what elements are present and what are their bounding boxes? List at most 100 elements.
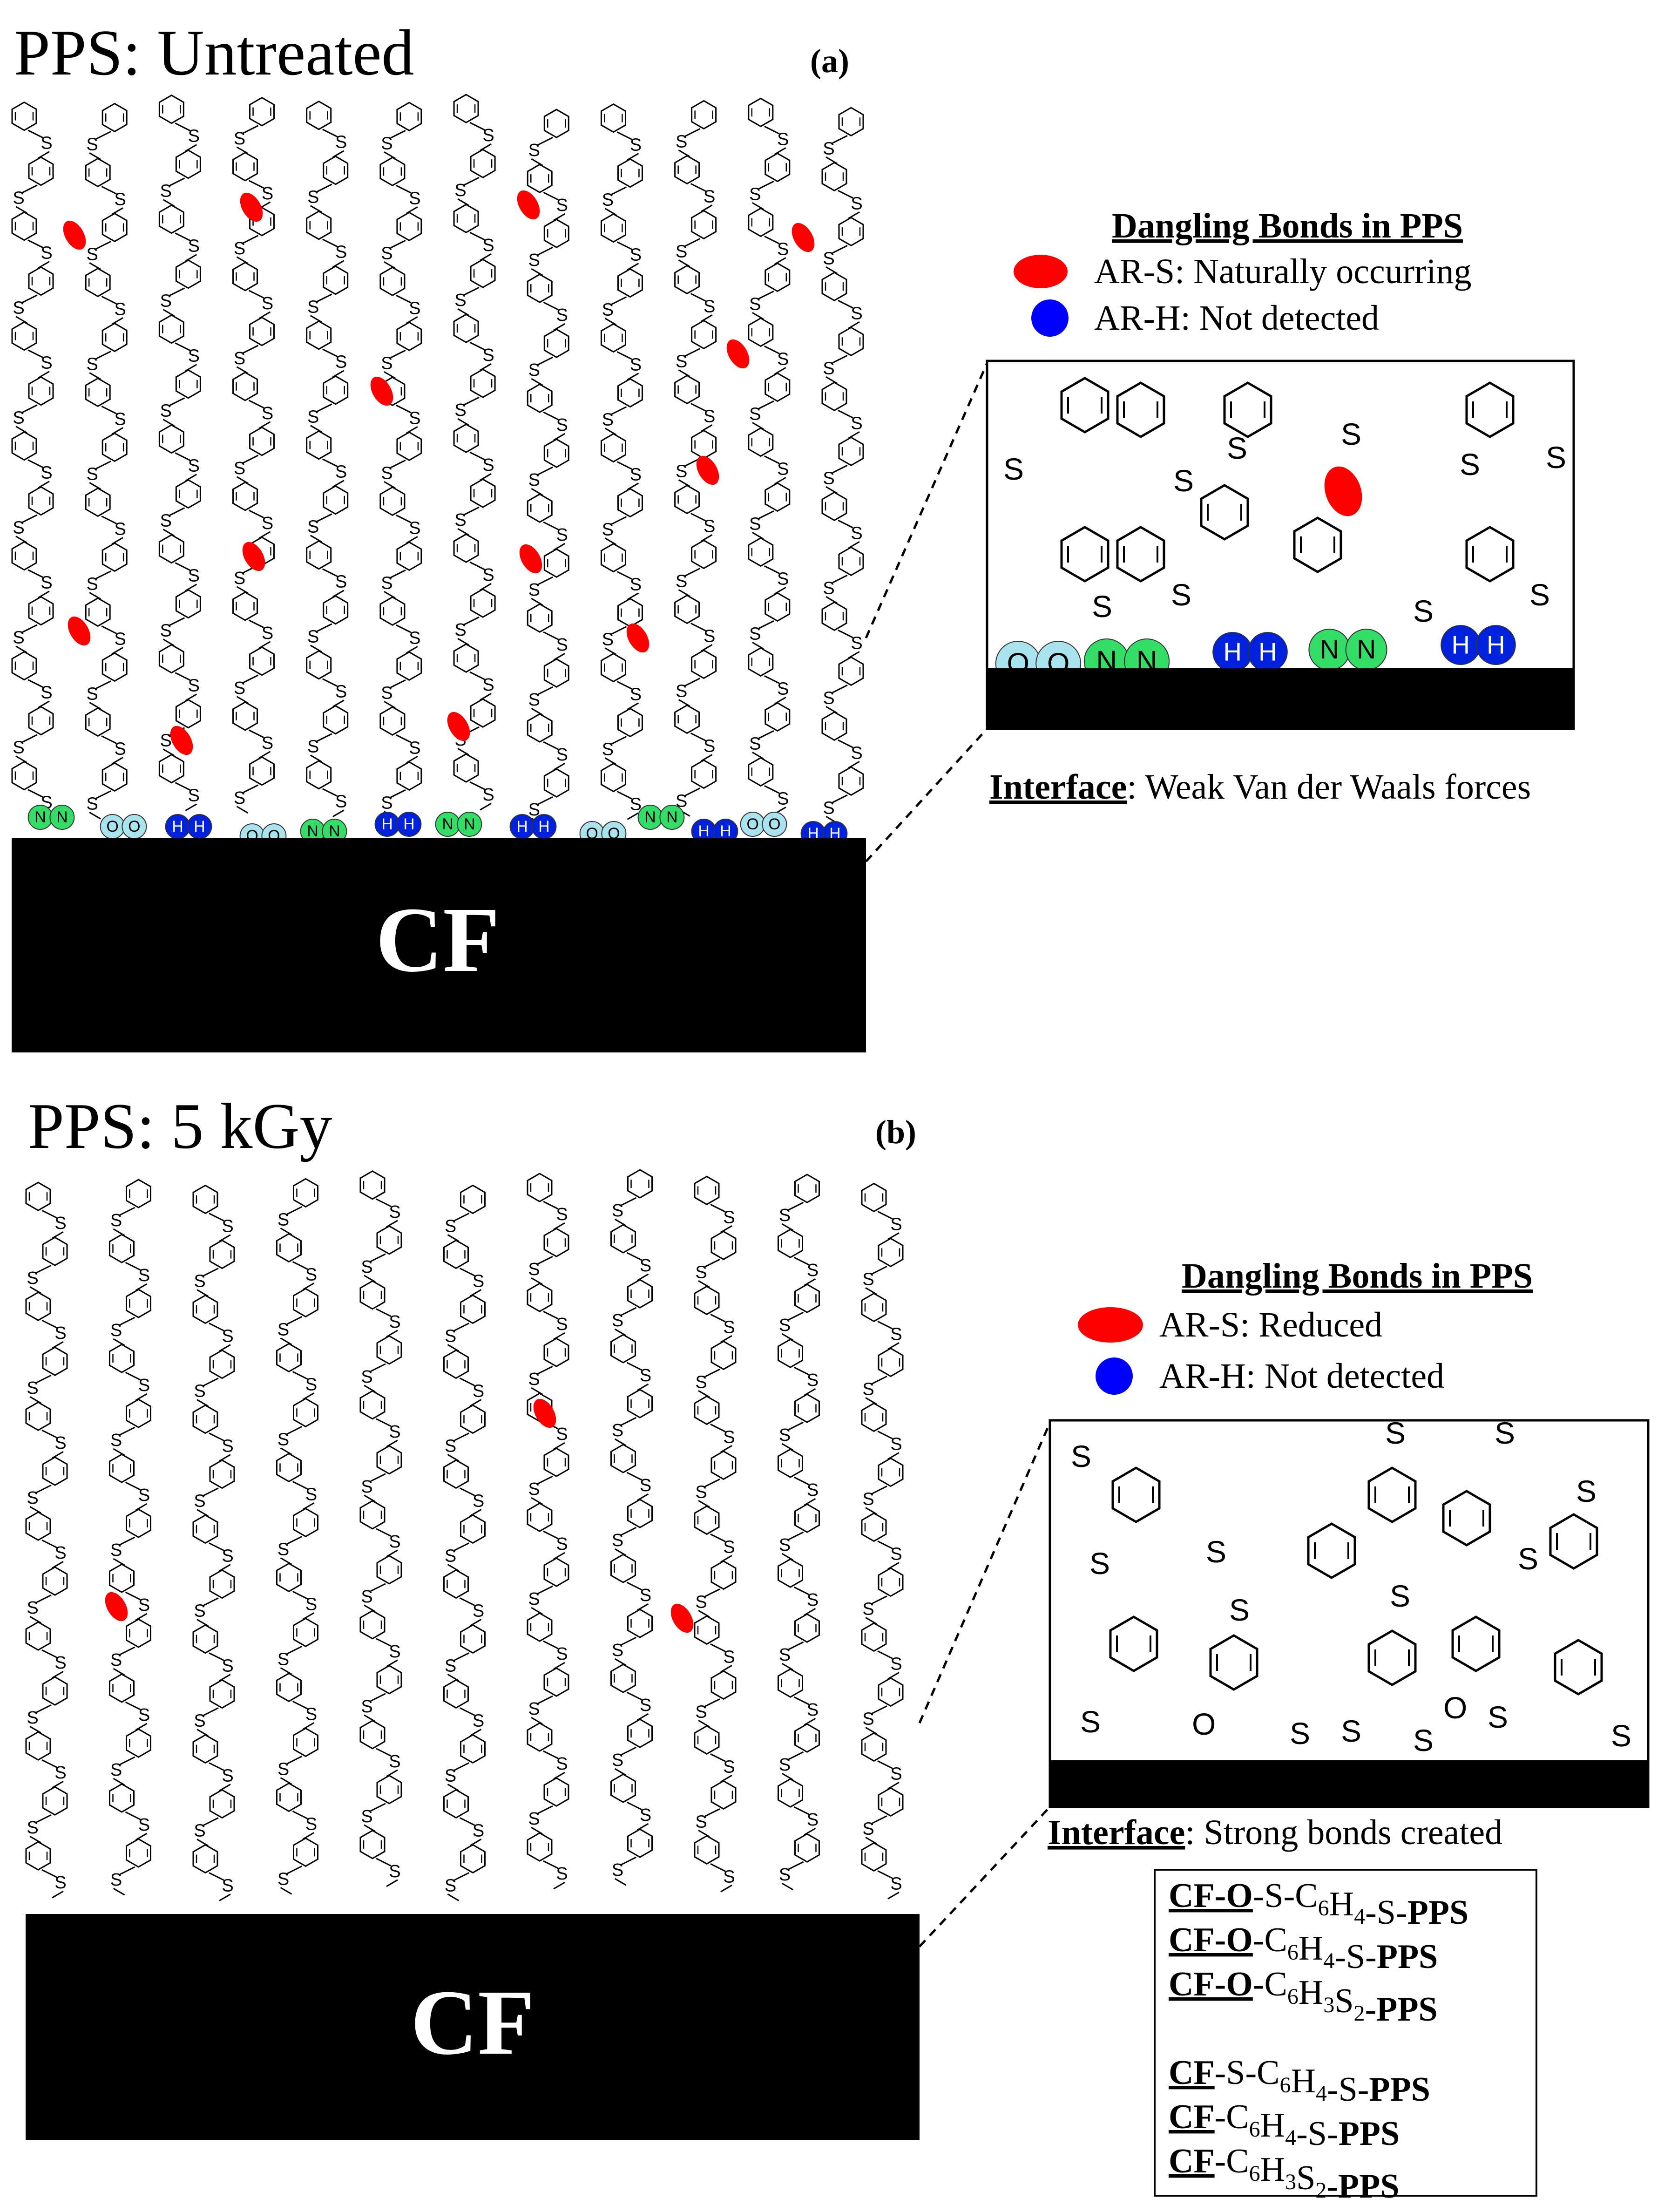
sulfur-atom: S <box>556 1425 568 1444</box>
sulfur-atom: S <box>890 1324 902 1344</box>
sulfur-atom: S <box>188 456 200 476</box>
benzene-ring <box>674 155 700 184</box>
dangling-bond-ar-s <box>626 623 649 653</box>
blue-circle-icon <box>1096 1357 1133 1395</box>
sulfur-atom: S <box>115 739 126 759</box>
sulfur-atom: S <box>222 1766 233 1786</box>
benzene-ring <box>691 429 717 459</box>
benzene-ring <box>691 210 717 239</box>
sulfur-atom: S <box>862 1269 874 1289</box>
benzene-ring <box>306 210 332 240</box>
benzene-ring <box>838 107 864 136</box>
benzene-ring <box>323 375 349 405</box>
dangling-bond-ar-s <box>242 542 265 571</box>
benzene-ring <box>101 212 128 242</box>
sulfur-atom: S <box>779 1316 791 1335</box>
sulfur-atom: S <box>890 1544 902 1564</box>
dangling-bond-ar-s <box>240 192 263 222</box>
sulfur-atom: S <box>54 1653 66 1673</box>
benzene-ring <box>861 1182 887 1212</box>
benzene-ring <box>209 1350 235 1379</box>
panel-a: PPS: Untreated (a) SSSSSSSSSSSSSSSSSSSSS… <box>11 17 1575 1052</box>
benzene-ring <box>694 1175 720 1205</box>
sulfur-atom: S <box>640 1586 651 1605</box>
benzene-ring <box>85 377 111 407</box>
carbon-fiber-substrate-b <box>26 1914 920 2140</box>
benzene-ring <box>192 1185 218 1215</box>
benzene-ring <box>748 647 774 677</box>
benzene-ring <box>396 761 422 791</box>
sulfur-atom: S <box>528 141 540 160</box>
benzene-ring <box>158 534 184 564</box>
benzene-ring <box>878 1677 904 1707</box>
sulfur-atom: S <box>381 244 392 263</box>
sulfur-atom: S <box>851 633 862 653</box>
benzene-ring <box>861 1732 887 1762</box>
benzene-ring <box>838 217 864 246</box>
benzene-ring <box>617 488 643 518</box>
benzene-ring <box>109 1783 135 1813</box>
sulfur-atom: S <box>41 353 52 373</box>
sulfur-atom: S <box>779 1755 791 1775</box>
benzene-ring <box>694 1615 720 1645</box>
interface-b: Interface: Strong bonds created <box>1048 1813 1502 1852</box>
sulfur-atom: S <box>749 624 761 644</box>
benzene-ring <box>460 1734 486 1764</box>
sulfur-atom: S <box>556 1315 568 1334</box>
sulfur-atom: S <box>528 1260 540 1279</box>
sulfur-atom: S <box>612 1201 623 1221</box>
sulfur-atom: S <box>115 190 126 209</box>
benzene-ring <box>527 383 553 413</box>
svg-text:H: H <box>1451 631 1469 659</box>
benzene-ring <box>443 1459 469 1489</box>
dangling-bond-ar-s <box>519 544 542 574</box>
sulfur-atom: S <box>188 786 200 806</box>
benzene-ring <box>543 109 569 138</box>
sulfur-atom: S <box>381 134 392 153</box>
benzene-ring <box>359 1500 386 1530</box>
interface-a-text: : Weak Van der Waals forces <box>1127 767 1531 807</box>
benzene-ring <box>617 268 643 298</box>
zoom-line-top-a <box>865 362 988 639</box>
bond-formula: CF-S-C6H4-S-PPS <box>1169 2054 1430 2109</box>
sulfur-atom: S <box>262 404 273 423</box>
sulfur-atom: S <box>602 520 614 540</box>
sulfur-atom: S <box>87 684 98 704</box>
benzene-ring <box>878 1787 904 1817</box>
sulfur-atom: S <box>160 401 172 421</box>
benzene-ring <box>85 157 111 187</box>
sulfur-atom: S <box>1089 1546 1110 1581</box>
benzene-ring <box>359 1610 386 1640</box>
benzene-ring <box>694 1395 720 1425</box>
svg-text:O: O <box>106 818 118 835</box>
benzene-ring <box>209 1459 235 1489</box>
sulfur-atom: S <box>482 675 494 695</box>
benzene-ring <box>527 713 553 743</box>
benzene-ring <box>748 757 774 787</box>
sulfur-atom: S <box>612 1421 623 1440</box>
benzene-ring <box>192 1734 218 1764</box>
benzene-ring <box>396 651 422 681</box>
sulfur-atom: S <box>1341 417 1361 451</box>
sulfur-atom: S <box>704 187 715 206</box>
benzene-ring <box>600 103 626 133</box>
zoom-line-bottom-b <box>919 1806 1051 1947</box>
benzene-ring <box>543 1667 569 1697</box>
sulfur-atom: S <box>305 1485 317 1504</box>
benzene-ring <box>691 649 717 679</box>
sulfur-atom: S <box>110 1321 122 1340</box>
benzene-ring <box>376 1225 402 1255</box>
benzene-ring <box>453 204 479 233</box>
benzene-ring <box>460 1404 486 1434</box>
sulfur-atom: S <box>389 1532 400 1552</box>
sulfur-atom: S <box>305 1814 317 1834</box>
sulfur-atom: S <box>41 244 52 263</box>
benzene-ring <box>600 543 626 573</box>
benzene-ring <box>764 372 791 402</box>
benzene-ring <box>192 1405 218 1434</box>
